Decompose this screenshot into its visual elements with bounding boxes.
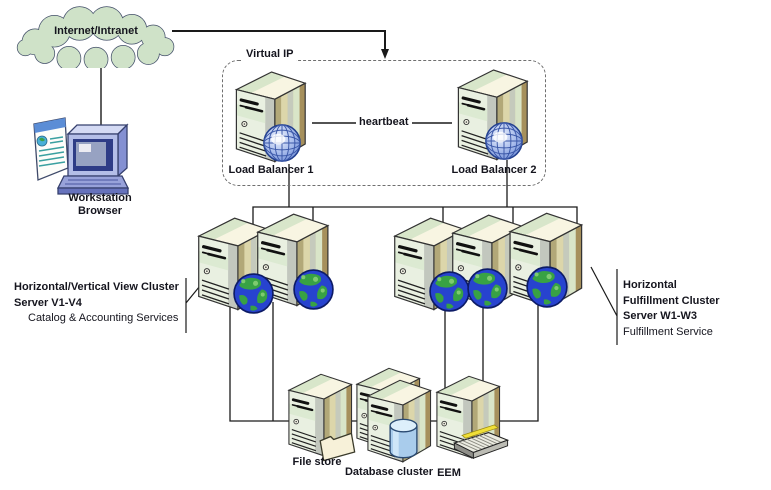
keyboard-icon <box>450 424 512 462</box>
fulfillment-cluster-label: Horizontal Fulfillment Cluster Server W1… <box>623 279 720 338</box>
cloud-label: Internet/Intranet <box>54 25 138 37</box>
file-store-label: File store <box>292 456 342 468</box>
earth-globe-icon <box>524 264 570 310</box>
virtual-ip-group-box <box>222 60 546 186</box>
earth-globe-icon <box>465 266 510 311</box>
load-balancer-1-label: Load Balancer 1 <box>228 164 314 176</box>
eem-label: EEM <box>437 467 461 479</box>
virtual-ip-label: Virtual IP <box>243 48 297 61</box>
wireframe-globe-icon <box>483 120 525 162</box>
database-cylinder-icon <box>387 417 420 461</box>
earth-globe-icon <box>291 267 336 312</box>
arrow-down-icon <box>381 49 389 59</box>
earth-globe-icon <box>231 271 276 316</box>
workstation-label: Workstation Browser <box>68 192 132 217</box>
workstation-icon <box>30 116 130 204</box>
view-cluster-label: Horizontal/Vertical View Cluster Server … <box>14 281 179 324</box>
wireframe-globe-icon <box>261 122 303 164</box>
heartbeat-label: heartbeat <box>356 116 412 129</box>
database-cluster-label: Database cluster <box>344 466 434 478</box>
load-balancer-2-label: Load Balancer 2 <box>451 164 537 176</box>
